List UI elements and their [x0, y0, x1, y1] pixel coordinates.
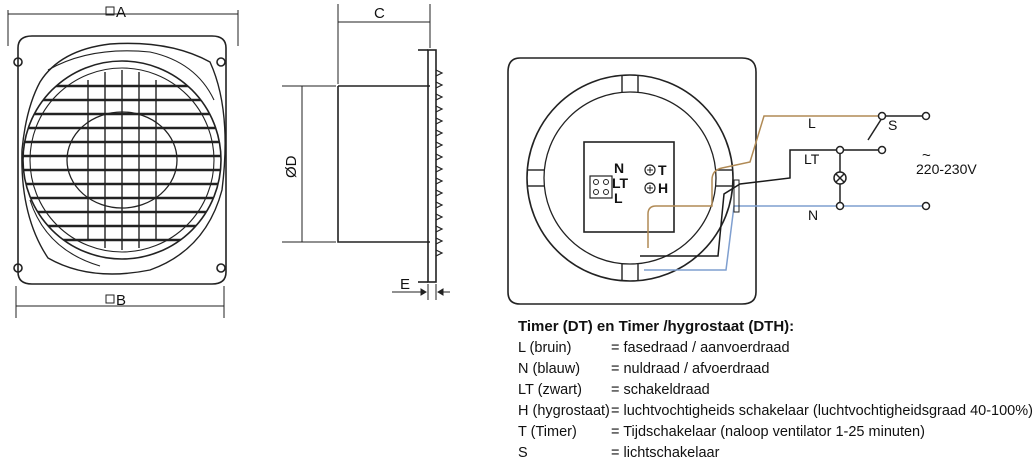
legend-key: L (bruin) — [518, 340, 572, 356]
side-view — [337, 49, 444, 283]
dimension-b — [15, 286, 225, 318]
side-grille-fins — [435, 69, 444, 257]
wiring-plate — [507, 57, 757, 305]
switch-circuit — [833, 111, 931, 211]
grille-center-ring — [66, 111, 178, 209]
dimension-a-label: A — [116, 4, 126, 21]
front-plate — [17, 35, 227, 285]
legend-key: N (blauw) — [518, 361, 581, 377]
grille-ribs — [87, 70, 157, 250]
terminal-n-label: N — [614, 160, 624, 176]
terminal-dot-icon — [835, 201, 845, 211]
legend-row: H (hygrostaat)= luchtvochtigheids schake… — [518, 401, 1033, 422]
terminal-dot-icon — [835, 145, 845, 155]
terminal-screws — [593, 179, 609, 195]
wiring-ring-inner — [543, 91, 717, 265]
terminal-block — [589, 175, 613, 199]
legend-row: LT (zwart) = schakeldraad — [518, 380, 998, 401]
screw-icon — [13, 57, 23, 67]
legend-key: H (hygrostaat) — [518, 403, 610, 419]
legend-row: N (blauw) = nuldraad / afvoerdraad — [518, 359, 998, 380]
legend-row: L (bruin) = fasedraad / aanvoerdraad — [518, 338, 998, 359]
duct-body — [337, 85, 430, 243]
wiring-ring-outer — [526, 74, 734, 282]
legend-value: = lichtschakelaar — [611, 445, 720, 461]
switch-s-label: S — [888, 117, 897, 133]
wiring-ring-separators — [528, 76, 732, 280]
front-view — [13, 35, 227, 285]
wiring-view — [507, 57, 757, 305]
fan-technical-drawing: A B C ØD — [7, 4, 977, 318]
hygrostat-potentiometer-icon — [644, 182, 656, 194]
front-swirl-inner — [47, 50, 215, 101]
legend-title: Timer (DT) en Timer /hygrostaat (DTH): — [518, 318, 795, 335]
wires — [640, 115, 926, 271]
dimension-c — [337, 4, 431, 84]
side-plate — [427, 49, 437, 283]
terminal-dot-icon — [921, 111, 931, 121]
wire-lt-label: LT — [804, 151, 820, 167]
terminal-l-label: L — [614, 190, 623, 206]
grille-inner-ring — [29, 67, 215, 253]
screw-icon — [216, 57, 226, 67]
grille-outer-ring — [22, 60, 222, 260]
legend-key: LT (zwart) — [518, 382, 582, 398]
screw-icon — [13, 263, 23, 273]
voltage-label: 220-230V — [916, 161, 977, 177]
ac-tilde-icon: ~ — [922, 147, 931, 164]
screw-icon — [216, 263, 226, 273]
timer-label: T — [658, 162, 667, 178]
blue-wire — [644, 205, 926, 271]
wire-l-label: L — [808, 115, 816, 131]
timer-potentiometer-icon — [644, 164, 656, 176]
dimension-e-label: E — [400, 276, 410, 293]
terminal-dot-icon — [921, 201, 931, 211]
dimension-b-label: B — [116, 292, 126, 309]
front-swirl-inner-2 — [29, 199, 101, 267]
legend-row: S = lichtschakelaar — [518, 443, 998, 464]
legend: Timer (DT) en Timer /hygrostaat (DTH): L… — [518, 316, 1033, 464]
legend-key: S — [518, 445, 528, 461]
legend-value: = fasedraad / aanvoerdraad — [611, 340, 790, 356]
legend-value: = nuldraad / afvoerdraad — [611, 361, 770, 377]
dimension-d — [282, 85, 336, 243]
black-wire — [640, 149, 882, 257]
terminal-dot-icon — [877, 145, 887, 155]
dimension-a — [7, 6, 239, 46]
legend-key: T (Timer) — [518, 424, 577, 440]
dimension-c-label: C — [374, 5, 385, 22]
wire-clamp — [733, 179, 740, 213]
terminal-box — [583, 141, 675, 233]
legend-row: T (Timer) = Tijdschakelaar (naloop ventil… — [518, 422, 998, 443]
hygrostat-label: H — [658, 180, 668, 196]
front-swirl — [21, 42, 226, 275]
terminal-lt-label: LT — [612, 175, 629, 191]
wire-n-label: N — [808, 207, 818, 223]
terminal-dot-icon — [877, 111, 887, 121]
legend-value: = schakeldraad — [611, 382, 710, 398]
legend-value: = Tijdschakelaar (naloop ventilator 1-25… — [611, 424, 925, 440]
brown-wire — [647, 115, 882, 248]
legend-value: = luchtvochtigheids schakelaar (luchtvoc… — [611, 403, 1033, 419]
dimension-d-label: ØD — [283, 155, 300, 178]
dimension-e — [392, 284, 450, 300]
